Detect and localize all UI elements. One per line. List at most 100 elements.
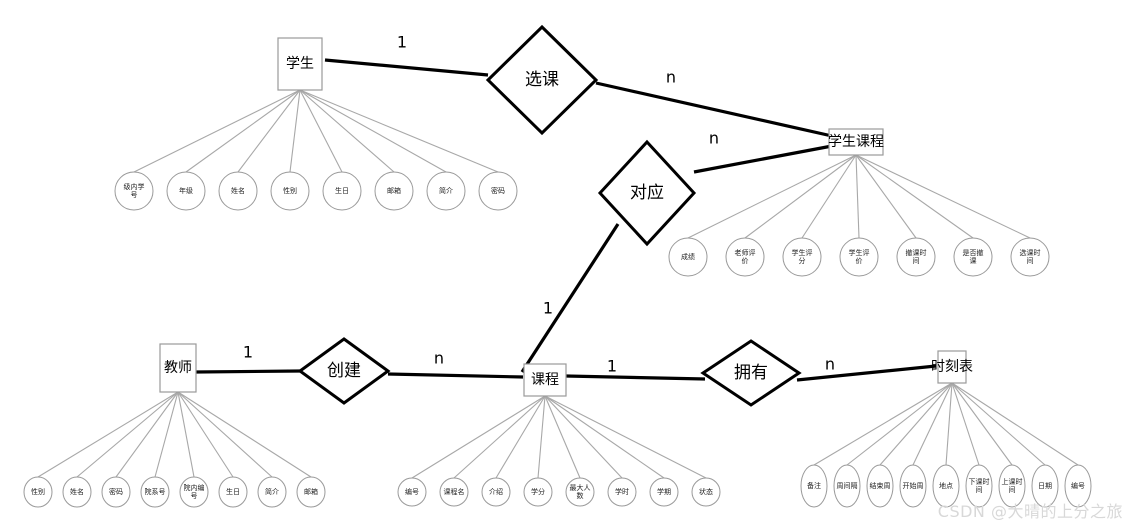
attribute-label: 数	[577, 491, 584, 500]
attribute-label: 分	[799, 256, 806, 265]
attribute-ellipse	[649, 477, 679, 507]
attribute-label: 介绍	[489, 487, 503, 496]
attribute-ellipse	[439, 477, 469, 507]
attribute-ellipse	[833, 464, 861, 508]
attribute-label: 学时	[615, 487, 629, 496]
attribute-spoke	[495, 395, 546, 479]
entity-student: 学生	[277, 37, 323, 91]
attribute-ellipse	[322, 171, 362, 211]
attribute-student-2: 姓名	[218, 171, 258, 211]
attribute-spoke	[912, 382, 953, 466]
entity-student_course: 学生课程	[828, 128, 884, 156]
attribute-spoke	[299, 89, 447, 173]
attribute-ellipse	[101, 476, 131, 508]
relationship-select: 选课	[485, 24, 599, 136]
attribute-label: 姓名	[231, 186, 245, 195]
attribute-spoke	[76, 391, 179, 478]
attribute-spoke	[879, 382, 953, 466]
attribute-spoke	[855, 154, 917, 239]
attribute-course-2: 介绍	[481, 477, 511, 507]
attribute-spoke	[855, 154, 974, 239]
attribute-label: 简介	[439, 186, 453, 195]
attribute-ellipse	[374, 171, 414, 211]
relationship-link	[387, 372, 524, 379]
attribute-label: 生日	[226, 487, 240, 496]
attribute-spoke	[154, 391, 179, 478]
attribute-label: 结束周	[870, 481, 891, 490]
attribute-ellipse	[218, 171, 258, 211]
attribute-label: 课程名	[444, 487, 465, 496]
attribute-label: 撤课时	[906, 248, 927, 257]
attribute-timetable-1: 周间隔	[833, 464, 861, 508]
attribute-course-1: 课程名	[439, 477, 469, 507]
attribute-teacher-7: 邮箱	[296, 476, 326, 508]
relationship-link	[324, 58, 489, 77]
attribute-student-4: 生日	[322, 171, 362, 211]
attribute-spoke	[537, 395, 546, 479]
attribute-ellipse	[218, 476, 248, 508]
attribute-spoke	[855, 154, 1031, 239]
attribute-spoke	[453, 395, 546, 479]
attribute-teacher-6: 简介	[257, 476, 287, 508]
attribute-ellipse	[953, 237, 993, 277]
attribute-timetable-4: 地点	[932, 464, 960, 508]
relationship-correspond: 对应	[597, 139, 697, 247]
attribute-ellipse	[691, 477, 721, 507]
attribute-label: 老师评	[735, 248, 756, 257]
attribute-ellipse	[481, 477, 511, 507]
attribute-spoke	[813, 382, 953, 466]
relationship-diamond	[597, 139, 697, 247]
entity-label: 教师	[164, 360, 192, 376]
attribute-spoke	[846, 382, 953, 466]
relationship-links	[195, 58, 937, 382]
attribute-label: 价	[856, 257, 863, 265]
attribute-spoke	[185, 89, 301, 173]
attribute-teacher-1: 姓名	[62, 476, 92, 508]
attribute-ellipse	[257, 476, 287, 508]
attribute-label: 号	[191, 492, 198, 500]
attribute-ellipse	[426, 171, 466, 211]
attribute-ellipse	[998, 464, 1026, 508]
attribute-label: 开始周	[903, 481, 924, 490]
attribute-ellipse	[668, 237, 708, 277]
attribute-course-6: 学期	[649, 477, 679, 507]
relationship-link	[595, 81, 833, 138]
attribute-spoke	[951, 382, 980, 466]
entity-label: 学生	[286, 56, 314, 72]
entity-timetable: 时刻表	[931, 350, 973, 384]
attribute-spoke	[945, 382, 953, 466]
attribute-spoke	[177, 391, 195, 478]
attribute-timetable-0: 备注	[800, 464, 828, 508]
attribute-label: 学期	[657, 487, 671, 496]
attribute-label: 地点	[939, 481, 953, 490]
attribute-spoke	[299, 89, 395, 173]
attribute-label: 编号	[1071, 481, 1085, 490]
attribute-label: 上课时	[1002, 477, 1023, 486]
attribute-label: 性别	[31, 487, 45, 496]
attribute-label: 年级	[179, 186, 193, 195]
attribute-ellipse	[1010, 237, 1050, 277]
entity-label: 学生课程	[828, 134, 884, 150]
entity-label: 课程	[531, 372, 559, 388]
attribute-teacher-0: 性别	[23, 476, 53, 508]
entity-teacher: 教师	[159, 343, 197, 393]
attribute-ellipse	[296, 476, 326, 508]
attribute-ellipse	[607, 477, 637, 507]
attribute-label: 成绩	[681, 252, 695, 261]
attribute-ellipse	[166, 171, 206, 211]
attribute-course-5: 学时	[607, 477, 637, 507]
attribute-teacher-2: 密码	[101, 476, 131, 508]
attribute-spoke	[177, 391, 234, 478]
relationship-link	[796, 364, 937, 382]
attribute-ellipse	[270, 171, 310, 211]
relationship-link	[195, 369, 301, 374]
cardinality-to: n	[666, 68, 676, 87]
attribute-spoke	[37, 391, 179, 478]
attribute-label: 邮箱	[304, 487, 318, 496]
